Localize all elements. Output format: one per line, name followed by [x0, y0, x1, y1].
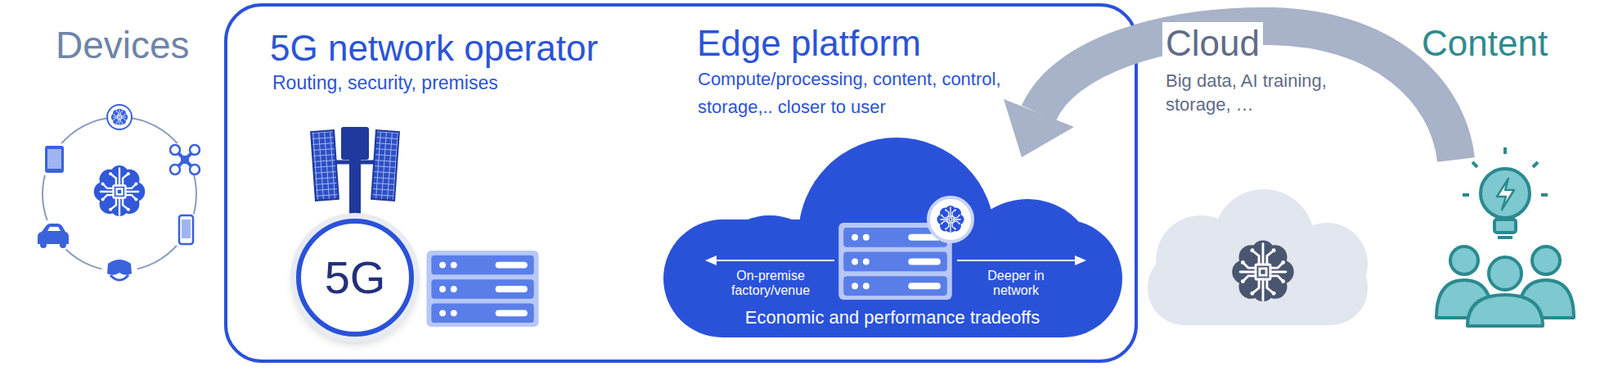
cell-tower	[310, 126, 400, 230]
arrow-label: Deeper in network	[977, 268, 1056, 297]
network-label: 5G	[324, 254, 387, 301]
drone-icon	[166, 141, 203, 178]
edge-server	[838, 197, 973, 300]
section-heading: Edge platform	[696, 22, 922, 66]
edge-cloud: On-premise factory/venue Deeper in networ…	[663, 137, 1123, 338]
column-description: Big data, AI training, storage, …	[1165, 68, 1375, 117]
headset-icon	[101, 252, 138, 289]
tradeoff-arrows	[705, 255, 1087, 266]
car-icon	[34, 219, 71, 256]
operator-frame: 5G On-premise factory/venue Deeper in netw…	[224, 3, 1138, 363]
server-rack	[426, 250, 539, 327]
cloud-caption: Economic and performance tradeoffs	[745, 306, 1040, 329]
column-heading: Cloud	[1162, 22, 1263, 66]
phone-icon	[167, 211, 204, 248]
column-heading: Content	[1421, 22, 1548, 66]
cloud-illustration	[1147, 188, 1368, 325]
devices-ring	[34, 104, 204, 289]
5g-circle: 5G	[296, 218, 414, 337]
column-heading: Devices	[55, 22, 190, 68]
content-icon	[1436, 147, 1574, 326]
section-heading: 5G network operator	[269, 26, 598, 71]
flow-arrow	[1003, 26, 1457, 160]
section-description: Routing, security, premises	[272, 71, 499, 95]
section-description: Compute/processing, content, control, st…	[697, 65, 1034, 122]
arrow-label: On-premise factory/venue	[721, 268, 820, 297]
tablet-icon	[35, 141, 72, 178]
